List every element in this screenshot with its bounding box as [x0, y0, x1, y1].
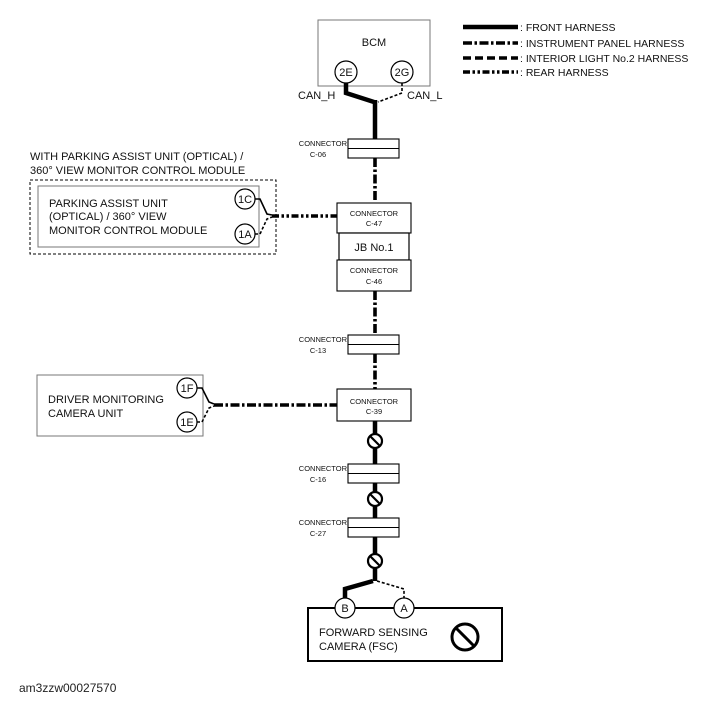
prohibition-symbol-2	[366, 490, 384, 508]
connector-c16-code: C-16	[310, 475, 326, 484]
parking-pin-1c-label: 1C	[238, 194, 252, 206]
wire-fsc-pin-a	[376, 580, 405, 599]
connector-c27: CONNECTOR C-27	[299, 517, 400, 538]
legend: : FRONT HARNESS : INSTRUMENT PANEL HARNE…	[463, 22, 688, 79]
figure-code: am3zzw00027570	[19, 681, 117, 695]
fsc-pin-b	[334, 597, 356, 619]
bcm-wires	[343, 83, 403, 139]
connector-c39-body	[336, 388, 412, 422]
bcm-pin-2g-label: 2G	[395, 67, 410, 79]
parking-caption-line2: 360° VIEW MONITOR CONTROL MODULE	[30, 165, 245, 177]
parking-caption-line1: WITH PARKING ASSIST UNIT (OPTICAL) /	[30, 151, 244, 163]
prohibition-symbol-1	[366, 432, 384, 450]
fsc-pin-a-label: A	[400, 603, 408, 615]
fsc-line1: FORWARD SENSING	[319, 627, 428, 639]
driver-line2: CAMERA UNIT	[48, 408, 123, 420]
connector-c47-body	[336, 202, 412, 234]
connector-c06-word: CONNECTOR	[299, 139, 348, 148]
wire-can-h-bcm	[343, 83, 375, 105]
fsc-pin-b-label: B	[341, 603, 348, 615]
connector-c27-word: CONNECTOR	[299, 518, 348, 527]
driver-pin-1f-label: 1F	[181, 383, 194, 395]
junction-block-group: CONNECTOR C-47 JB No.1 CONNECTOR C-46	[336, 202, 412, 292]
connector-c46-word: CONNECTOR	[350, 266, 399, 275]
jb-no1-box	[338, 232, 410, 261]
connector-c47-code: C-47	[366, 219, 382, 228]
bcm-box	[317, 19, 431, 87]
legend-rear-label: : REAR HARNESS	[520, 67, 609, 79]
legend-il2-label: : INTERIOR LIGHT No.2 HARNESS	[520, 53, 688, 65]
connector-c16-word: CONNECTOR	[299, 464, 348, 473]
parking-assist-unit: WITH PARKING ASSIST UNIT (OPTICAL) / 360…	[29, 151, 337, 255]
can-l-label: CAN_L	[407, 90, 442, 102]
forward-sensing-camera: B A FORWARD SENSING CAMERA (FSC)	[307, 597, 503, 662]
connector-c46-code: C-46	[366, 277, 382, 286]
parking-line3: MONITOR CONTROL MODULE	[49, 225, 207, 237]
driver-unit-box	[36, 374, 204, 437]
parking-wire-1c	[255, 198, 273, 216]
connector-c47-word: CONNECTOR	[350, 209, 399, 218]
connector-c27-code: C-27	[310, 529, 326, 538]
parking-pin-1a-label: 1A	[238, 229, 252, 241]
jb-no1-label: JB No.1	[354, 242, 393, 254]
connector-c16: CONNECTOR C-16	[299, 463, 400, 484]
connector-c39: CONNECTOR C-39	[336, 388, 412, 422]
wire-can-l-bcm	[377, 83, 403, 103]
fsc-prohibition-icon	[450, 622, 480, 652]
parking-wire-1a	[255, 216, 273, 235]
legend-ip-label: : INSTRUMENT PANEL HARNESS	[520, 38, 684, 50]
wire-fsc-pin-b	[342, 578, 374, 599]
connector-c13-word: CONNECTOR	[299, 335, 348, 344]
connector-c13-code: C-13	[310, 346, 326, 355]
driver-line1: DRIVER MONITORING	[48, 394, 164, 406]
driver-wire-1e	[197, 405, 215, 423]
bcm-label: BCM	[362, 37, 386, 49]
connector-c06-code: C-06	[310, 150, 326, 159]
parking-line1: PARKING ASSIST UNIT	[49, 198, 168, 210]
connector-c39-code: C-39	[366, 407, 382, 416]
driver-wire-1f	[197, 387, 215, 405]
connector-c13: CONNECTOR C-13	[299, 334, 400, 355]
connector-c46-body	[336, 259, 412, 292]
parking-unit-box	[37, 185, 260, 248]
fsc-line2: CAMERA (FSC)	[319, 641, 398, 653]
fsc-pin-a	[393, 597, 415, 619]
prohibition-symbol-3	[366, 552, 384, 570]
can-h-label: CAN_H	[298, 90, 335, 102]
parking-line2: (OPTICAL) / 360° VIEW	[49, 211, 167, 223]
bcm-unit: BCM 2E 2G CAN_H CAN_L	[298, 19, 442, 102]
bcm-pin-2e-label: 2E	[339, 67, 352, 79]
connector-c06: CONNECTOR C-06	[299, 138, 400, 159]
legend-front-label: : FRONT HARNESS	[520, 22, 615, 34]
driver-monitoring-camera-unit: DRIVER MONITORING CAMERA UNIT 1F 1E	[36, 374, 337, 437]
driver-pin-1e-label: 1E	[180, 417, 193, 429]
connector-c39-word: CONNECTOR	[350, 397, 399, 406]
